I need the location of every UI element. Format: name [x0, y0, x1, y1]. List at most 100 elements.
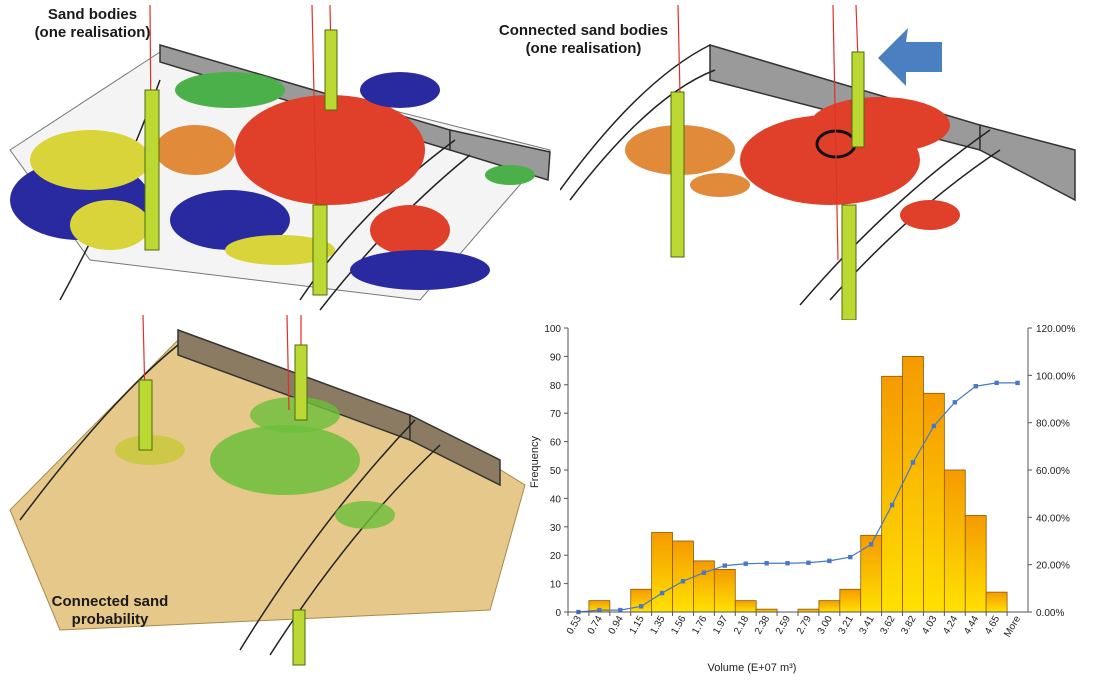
- y2-tick-label: 20.00%: [1036, 561, 1070, 572]
- cumulative-points: [576, 380, 1020, 615]
- cumulative-point: [994, 380, 999, 386]
- x-axis-label: Volume (E+07 m³): [708, 662, 797, 674]
- x-tick-label: 2.18: [732, 614, 751, 637]
- x-tick-label: 3.00: [816, 614, 835, 637]
- histogram-bar: [818, 600, 841, 613]
- cumulative-point: [680, 579, 686, 584]
- x-tick-label: 4.24: [941, 614, 960, 637]
- connected-sand-probability-caption: Connected sand probability: [40, 593, 180, 629]
- sand-bodies-panel: [0, 0, 560, 320]
- x-tick-label: 1.56: [669, 614, 688, 637]
- y2-tick-label: 80.00%: [1036, 419, 1070, 430]
- x-tick-label: 0.53: [565, 614, 584, 637]
- histogram-bar: [943, 469, 966, 613]
- x-tick-label: 0.94: [607, 614, 626, 637]
- volume-histogram-chart: 0 10 20 30 40 50 60 70 80 90 100 0.00% 20.00% 40.00%…: [529, 324, 1076, 674]
- cumulative-point: [1015, 380, 1020, 386]
- connected-sand-bodies-caption-line1: Connected sand bodies: [498, 22, 669, 39]
- y2-tick-label: 0.00%: [1036, 608, 1064, 619]
- y2-tick-label: 60.00%: [1036, 466, 1070, 477]
- histogram-bar: [713, 568, 736, 613]
- histogram-bar: [985, 591, 1008, 613]
- x-tick-label: 4.03: [920, 614, 939, 637]
- y-axis: 0 10 20 30 40 50 60 70 80 90 100: [544, 324, 568, 619]
- cumulative-point: [618, 607, 623, 613]
- x-tick-label: 1.15: [628, 614, 647, 637]
- x-tick-label: 0.74: [586, 614, 605, 637]
- y-tick-label: 90: [550, 352, 562, 363]
- x-tick-label: 3.62: [878, 614, 897, 637]
- histogram-bar: [672, 540, 694, 613]
- y2-tick-label: 100.00%: [1036, 371, 1076, 382]
- x-tick-label: 2.59: [774, 614, 793, 637]
- cumulative-point: [659, 590, 665, 596]
- sand-body-orange: [155, 125, 235, 175]
- y2-tick-label: 40.00%: [1036, 513, 1070, 524]
- probability-green-zone: [210, 425, 360, 495]
- cumulative-point: [597, 607, 602, 613]
- cumulative-point: [701, 570, 707, 575]
- cumulative-point: [973, 384, 978, 389]
- y-tick-label: 50: [550, 466, 562, 477]
- y-tick-label: 40: [550, 494, 562, 505]
- histogram-bar: [902, 356, 924, 613]
- cumulative-point: [952, 400, 958, 405]
- connected-sand-bodies-panel: [560, 0, 1100, 320]
- connected-sand-bodies-render: [560, 4, 1076, 320]
- x-tick-label: 1.76: [690, 614, 709, 637]
- y-tick-label: 0: [555, 608, 561, 619]
- x-tick-label: More: [1002, 614, 1023, 640]
- histogram-bar: [839, 588, 862, 613]
- y-tick-label: 30: [550, 523, 562, 534]
- connected-sand-bodies-caption-line2: (one realisation): [525, 40, 642, 57]
- y-tick-label: 20: [550, 551, 562, 562]
- connected-sand-bodies-caption: Connected sand bodies (one realisation): [486, 22, 681, 58]
- sand-body-yellow: [30, 130, 150, 190]
- cumulative-point: [764, 561, 769, 566]
- cumulative-point: [889, 502, 895, 508]
- histogram-bar: [881, 375, 903, 613]
- y-tick-label: 60: [550, 438, 562, 449]
- cumulative-point: [931, 423, 937, 429]
- histogram-bars: [588, 356, 1008, 613]
- histogram-bar: [693, 560, 715, 613]
- sand-bodies-caption-line1: Sand bodies: [47, 6, 138, 23]
- cumulative-point: [806, 560, 811, 565]
- connected-sand-probability-caption-line1: Connected sand: [51, 593, 169, 610]
- histogram-bar: [734, 600, 757, 613]
- cumulative-point: [868, 542, 874, 547]
- x-tick-label: 3.82: [899, 614, 918, 637]
- y-tick-label: 70: [550, 409, 562, 420]
- x-tick-label: 4.65: [983, 614, 1002, 637]
- connected-sand-probability-render: [9, 314, 526, 666]
- sand-body-red: [235, 95, 425, 205]
- x-tick-label: 2.79: [795, 614, 814, 637]
- sand-bodies-render: [9, 4, 551, 311]
- cumulative-point: [848, 554, 853, 560]
- y2-tick-label: 120.00%: [1036, 324, 1076, 335]
- cumulative-point: [638, 604, 644, 609]
- arrow-icon: [878, 28, 942, 86]
- well-column: [144, 89, 160, 251]
- cumulative-point: [743, 561, 748, 566]
- x-tick-label: 4.44: [962, 614, 981, 637]
- x-tick-label: 3.41: [858, 614, 877, 637]
- y-tick-label: 80: [550, 381, 562, 392]
- x-tick-label: 2.38: [753, 614, 772, 637]
- y-tick-label: 100: [544, 324, 561, 335]
- x-tick-label: 1.35: [648, 614, 667, 637]
- histogram-bar: [630, 588, 653, 613]
- cumulative-point: [910, 460, 916, 465]
- cumulative-point: [722, 563, 728, 568]
- volume-histogram-panel: 0 10 20 30 40 50 60 70 80 90 100 0.00% 20.00% 40.00%…: [520, 320, 1100, 680]
- histogram-bar: [651, 532, 673, 613]
- y-tick-label: 10: [550, 580, 562, 591]
- x-tick-label: 1.97: [711, 614, 730, 637]
- x-tick-label: 3.21: [837, 614, 856, 637]
- histogram-bar: [964, 515, 987, 613]
- connected-sand-probability-caption-line2: probability: [71, 611, 149, 628]
- sand-bodies-caption-line2: (one realisation): [34, 24, 151, 41]
- cumulative-point: [785, 561, 790, 566]
- connected-sand-probability-panel: [0, 310, 540, 680]
